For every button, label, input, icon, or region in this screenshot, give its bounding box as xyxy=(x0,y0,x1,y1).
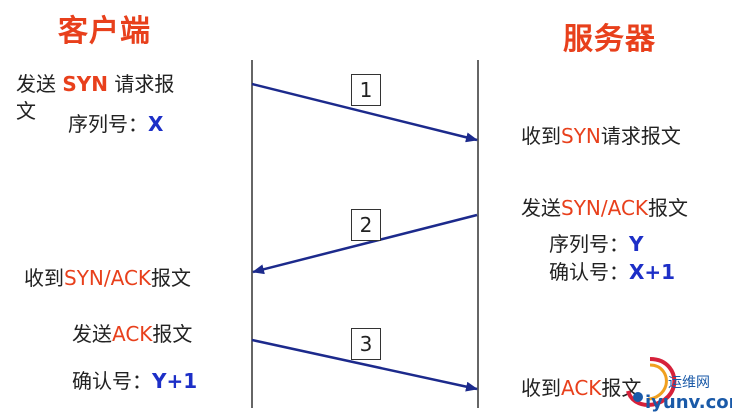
client-send-syn-prefix: 发送 xyxy=(16,72,56,96)
server-seq-label: 序列号： xyxy=(549,232,629,256)
server-recv-syn-prefix: 收到 xyxy=(521,124,561,148)
server-recv-ack-keyword: ACK xyxy=(561,376,602,400)
watermark-url: iyunv.com xyxy=(645,392,732,413)
client-recv-synack: 收到SYN/ACK报文 xyxy=(24,262,191,291)
client-recv-synack-suffix: 报文 xyxy=(151,266,192,290)
server-seq-value: Y xyxy=(629,232,644,256)
server-recv-syn-keyword: SYN xyxy=(561,124,601,148)
client-send-ack-keyword: ACK xyxy=(112,322,153,346)
step-box-1: 1 xyxy=(351,74,381,106)
step-box-2: 2 xyxy=(351,209,381,241)
server-recv-syn: 收到SYN请求报文 xyxy=(521,120,681,149)
client-send-ack-suffix: 报文 xyxy=(152,322,193,346)
client-send-ack: 发送ACK报文 xyxy=(72,318,192,347)
server-recv-ack-prefix: 收到 xyxy=(521,376,561,400)
client-ack: 确认号：Y+1 xyxy=(72,365,197,394)
client-send-syn-keyword: SYN xyxy=(62,72,108,96)
server-ack-value: X+1 xyxy=(629,260,676,284)
server-send-synack-prefix: 发送 xyxy=(521,196,561,220)
client-send-syn-suffix: 请求报 xyxy=(107,72,175,96)
client-seq: 序列号：X xyxy=(68,108,163,137)
server-send-synack-keyword: SYN/ACK xyxy=(561,196,649,220)
arrow-ack xyxy=(251,338,478,392)
client-seq-label: 序列号： xyxy=(68,112,148,136)
client-recv-synack-keyword: SYN/ACK xyxy=(64,266,152,290)
client-send-syn-wrap: 文 xyxy=(16,99,36,123)
server-send-synack-suffix: 报文 xyxy=(648,196,689,220)
server-send-synack: 发送SYN/ACK报文 xyxy=(521,192,688,221)
client-title: 客户端 xyxy=(58,14,151,49)
client-ack-label: 确认号： xyxy=(72,369,152,393)
client-send-syn: 发送 SYN 请求报 xyxy=(16,68,174,97)
client-seq-value: X xyxy=(148,112,164,136)
server-seq: 序列号：Y xyxy=(549,228,643,257)
client-send-ack-prefix: 发送 xyxy=(72,322,112,346)
server-title: 服务器 xyxy=(563,22,656,57)
server-recv-syn-suffix: 请求报文 xyxy=(600,124,681,148)
arrow-synack xyxy=(252,213,478,275)
client-ack-value: Y+1 xyxy=(152,369,198,393)
client-recv-synack-prefix: 收到 xyxy=(24,266,64,290)
server-ack-label: 确认号： xyxy=(549,260,629,284)
step-box-3: 3 xyxy=(351,328,381,360)
server-ack: 确认号：X+1 xyxy=(549,256,675,285)
watermark-logo-icon xyxy=(626,357,677,408)
watermark-site-name: 运维网 xyxy=(668,375,710,391)
arrow-syn xyxy=(251,82,478,143)
